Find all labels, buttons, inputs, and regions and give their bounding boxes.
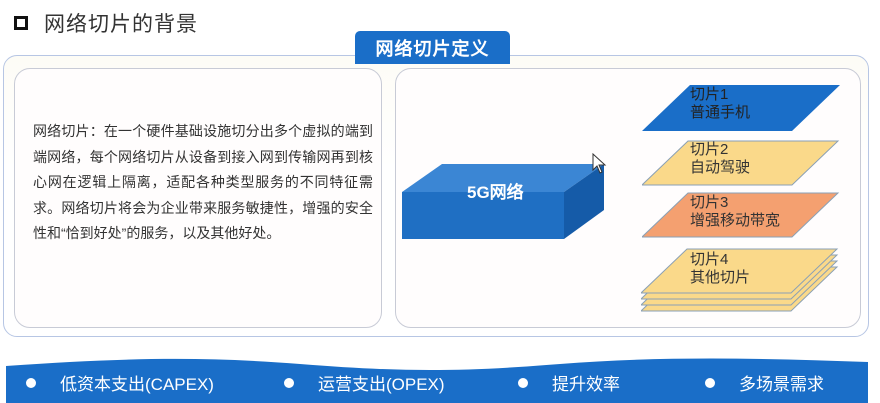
square-bullet-icon (14, 16, 28, 30)
slice-2-name: 切片2 (690, 141, 729, 158)
benefit-efficiency-label: 提升效率 (552, 375, 620, 394)
mouse-cursor-icon (592, 153, 607, 174)
page-title-row: 网络切片的背景 (14, 6, 198, 40)
slice-4-label: 切片4 其他切片 (690, 251, 750, 287)
benefit-capex-label: 低资本支出(CAPEX) (60, 375, 214, 394)
5g-network-label: 5G网络 (467, 183, 524, 202)
definition-panel: 网络切片：在一个硬件基础设施切分出多个虚拟的端到端网络，每个网络切片从设备到接入… (14, 68, 382, 328)
slice-3-name: 切片3 (690, 194, 729, 211)
slice-4-use: 其他切片 (690, 269, 751, 286)
benefit-efficiency: 提升效率 (518, 370, 620, 395)
bullet-dot-icon (518, 377, 528, 388)
slice-2-plane-icon (642, 140, 840, 186)
slice-3-use: 增强移动带宽 (690, 212, 781, 229)
slice-1-plane-icon (642, 85, 840, 131)
benefits-ribbon (6, 358, 868, 403)
slice-1-use: 普通手机 (690, 104, 751, 121)
benefit-opex-label: 运营支出(OPEX) (318, 375, 445, 394)
5g-network-block-icon (402, 164, 604, 239)
slice-1-name: 切片1 (690, 86, 729, 103)
page-title: 网络切片的背景 (44, 13, 198, 36)
benefit-opex: 运营支出(OPEX) (284, 370, 445, 395)
benefit-capex: 低资本支出(CAPEX) (26, 370, 214, 395)
benefit-multi-scenario-label: 多场景需求 (739, 375, 824, 394)
slice-1-label: 切片1 普通手机 (690, 86, 750, 122)
slice-2-label: 切片2 自动驾驶 (690, 141, 750, 177)
section-tag: 网络切片定义 (355, 31, 510, 64)
slice-4-stack-icon (641, 248, 839, 312)
bullet-dot-icon (26, 377, 36, 388)
slice-3-label: 切片3 增强移动带宽 (690, 194, 780, 230)
slice-3-plane-icon (642, 192, 840, 238)
benefit-multi-scenario: 多场景需求 (705, 370, 824, 395)
definition-text: 网络切片：在一个硬件基础设施切分出多个虚拟的端到端网络，每个网络切片从设备到接入… (33, 123, 373, 241)
slice-4-name: 切片4 (690, 251, 729, 268)
slice-2-use: 自动驾驶 (690, 159, 751, 176)
bullet-dot-icon (705, 377, 715, 388)
bullet-dot-icon (284, 377, 294, 388)
